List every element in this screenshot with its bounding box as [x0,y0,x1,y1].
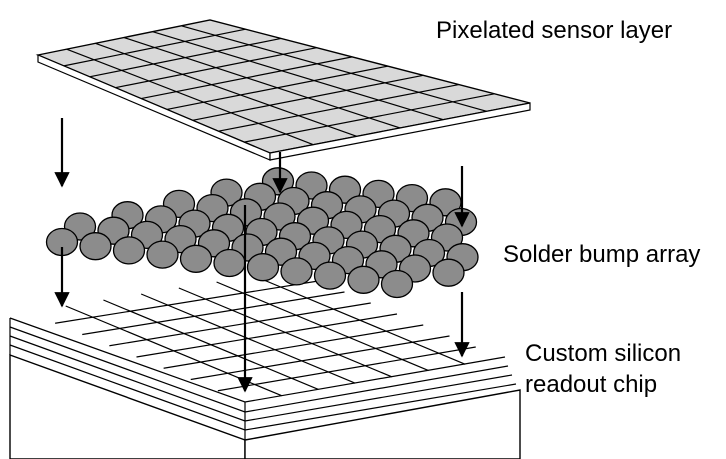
chip-grid-line [136,313,398,358]
sensor-grid-line [218,83,460,132]
solder-bump [246,253,280,282]
chip-grid-line [55,280,319,324]
readout-chip-label-line1: Custom silicon [525,340,682,367]
solder-bump [347,265,380,294]
chip-grid [55,275,476,397]
sensor-layer-label: Pixelated sensor layer [436,17,673,44]
sensor-grid [63,25,495,146]
solder-bump [79,232,112,261]
sensor-grid-line [192,74,424,121]
assembly-arrows [54,118,470,393]
solder-bump [213,248,246,278]
sensor-grid-line [89,37,282,78]
chip-side-face [244,389,521,459]
solder-bump-label: Solder bump array [503,241,701,268]
chip-front-face [9,354,246,459]
chip-grid-line [109,302,371,347]
solder-bump [179,244,213,273]
sensor-grid-line [166,65,388,111]
readout-chip [9,275,521,459]
sensor-grid-line [63,28,246,67]
chip-grid-line [163,324,424,369]
solder-bump [280,257,313,286]
sensor-grid-line [140,56,353,100]
sensor-grid-line [95,42,357,137]
sensor-grid-line [152,31,444,121]
sensor-layer [35,19,531,161]
sensor-grid-line [66,48,314,146]
sensor-grid-line [123,36,401,129]
solder-bump-array [45,167,479,299]
solder-bump [146,240,179,269]
chip-grid-line [190,335,450,381]
sensor-grid-line [115,47,317,89]
chip-grid-line [217,346,476,392]
solder-bump [432,258,465,287]
sensor-grid-line [244,93,495,143]
solder-bump [380,269,414,299]
solder-bump [112,236,146,265]
chip-grid-line [82,291,345,336]
solder-bump [313,261,347,290]
chip-layer-stack [9,317,517,440]
readout-chip-label-line2: readout chip [525,371,658,398]
sensor-grid-line [181,25,487,112]
